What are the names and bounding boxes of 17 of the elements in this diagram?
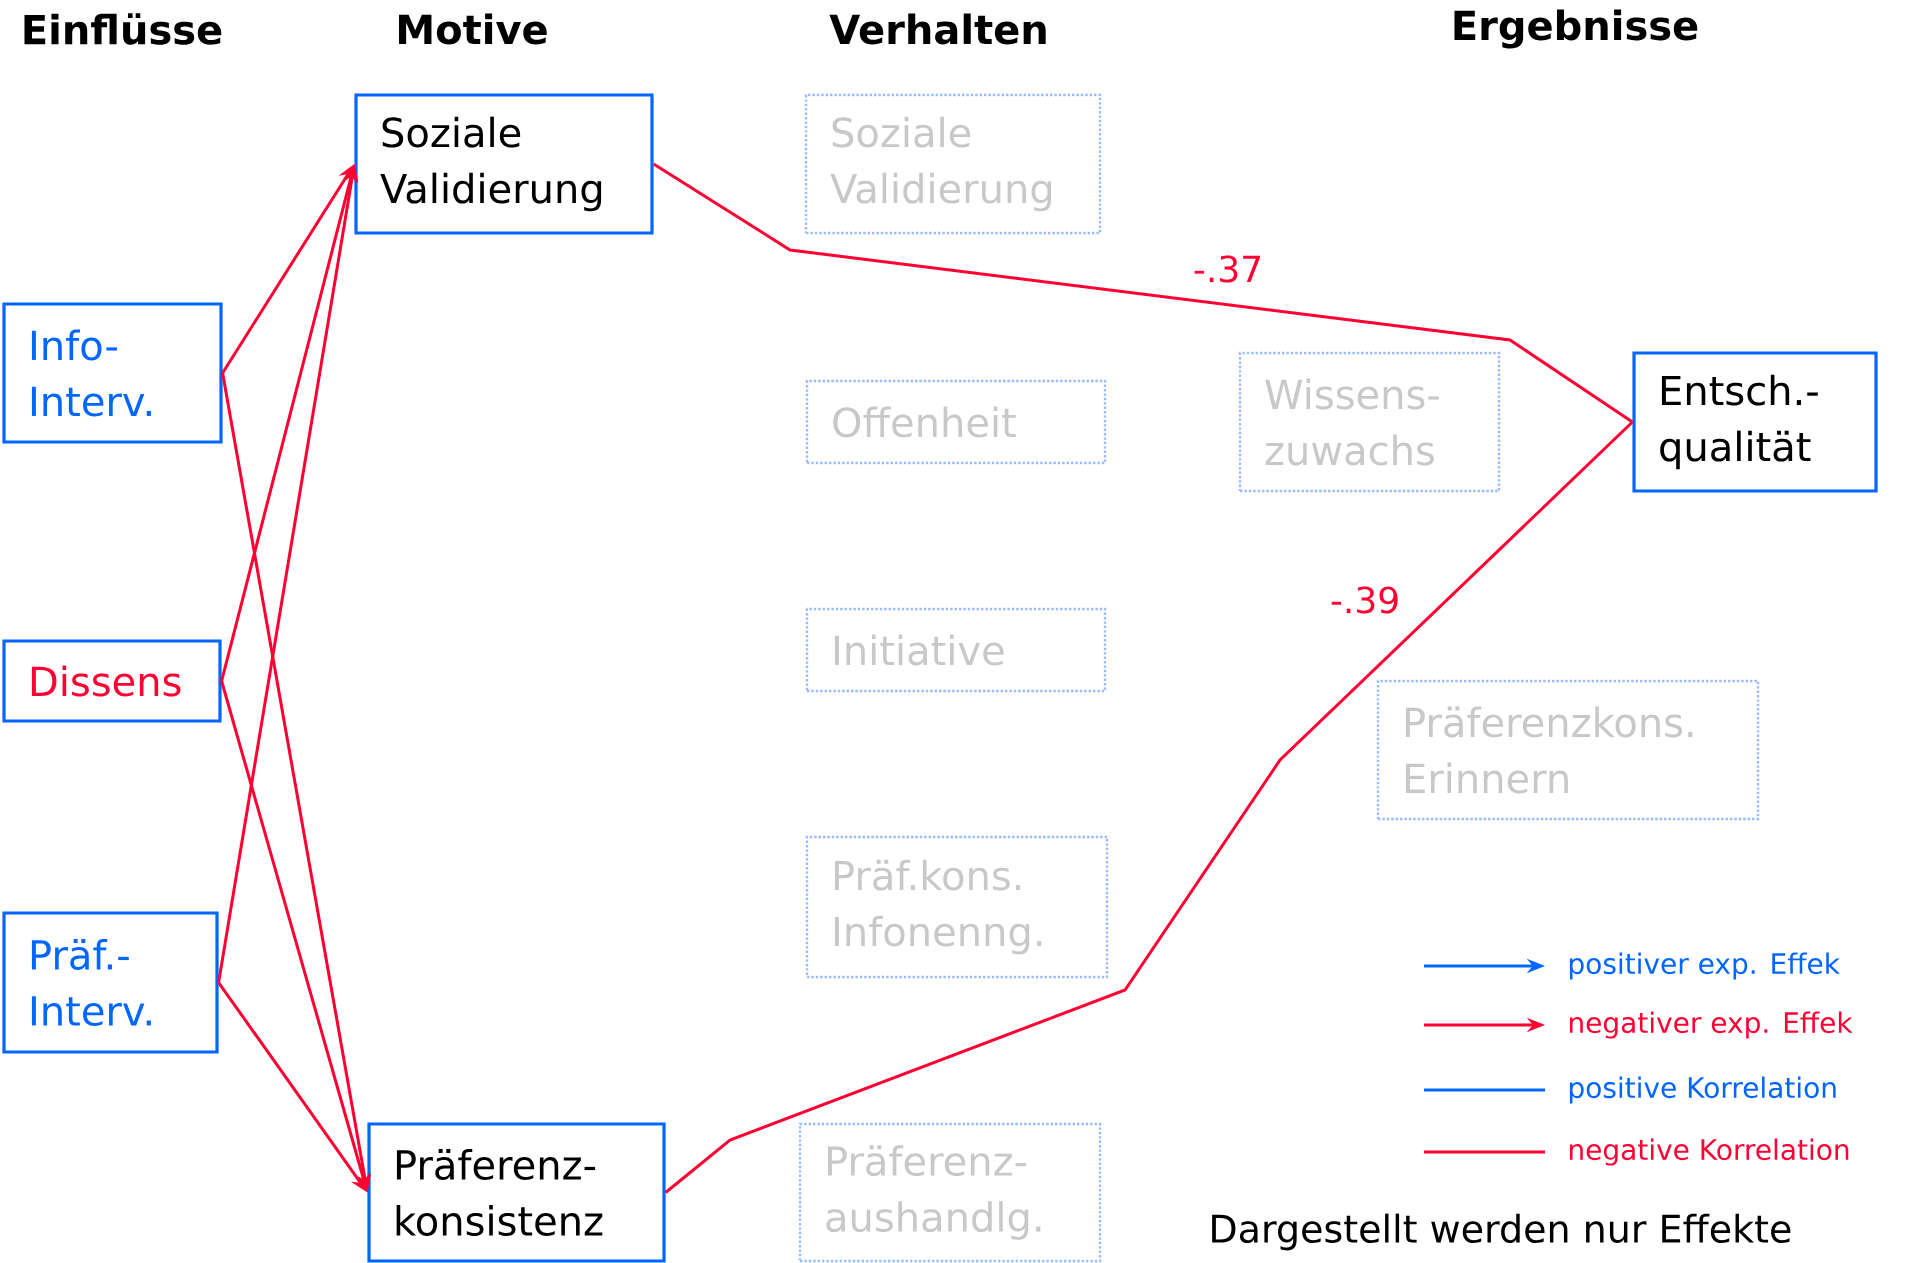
note: Dargestellt werden nur Effekte — [1212, 1213, 1791, 1251]
concept-box: Präf.- Interv. — [2, 911, 219, 1054]
concept-box: Präferenz- konsistenz — [367, 1122, 666, 1263]
concept-box: Info- Interv. — [2, 302, 223, 444]
legend-text: negativer exp. Effek — [1569, 1011, 1853, 1039]
column-heading: Verhalten — [829, 13, 1046, 45]
edge-label: -.37 — [1190, 253, 1266, 285]
column-heading: Ergebnisse — [1454, 9, 1698, 49]
legend-text: negative Korrelation — [1569, 1138, 1849, 1166]
legend-text: positive Korrelation — [1569, 1076, 1836, 1104]
column-heading: Einflüsse — [24, 13, 222, 45]
legend-text: positiver exp. Effek — [1569, 952, 1840, 980]
concept-box: Entsch.- qualität — [1632, 351, 1878, 493]
column-heading: Motive — [399, 13, 547, 45]
edge-label: -.39 — [1327, 584, 1403, 616]
concept-box: Dissens — [2, 639, 222, 723]
concept-box: Soziale Validierung — [354, 93, 654, 235]
